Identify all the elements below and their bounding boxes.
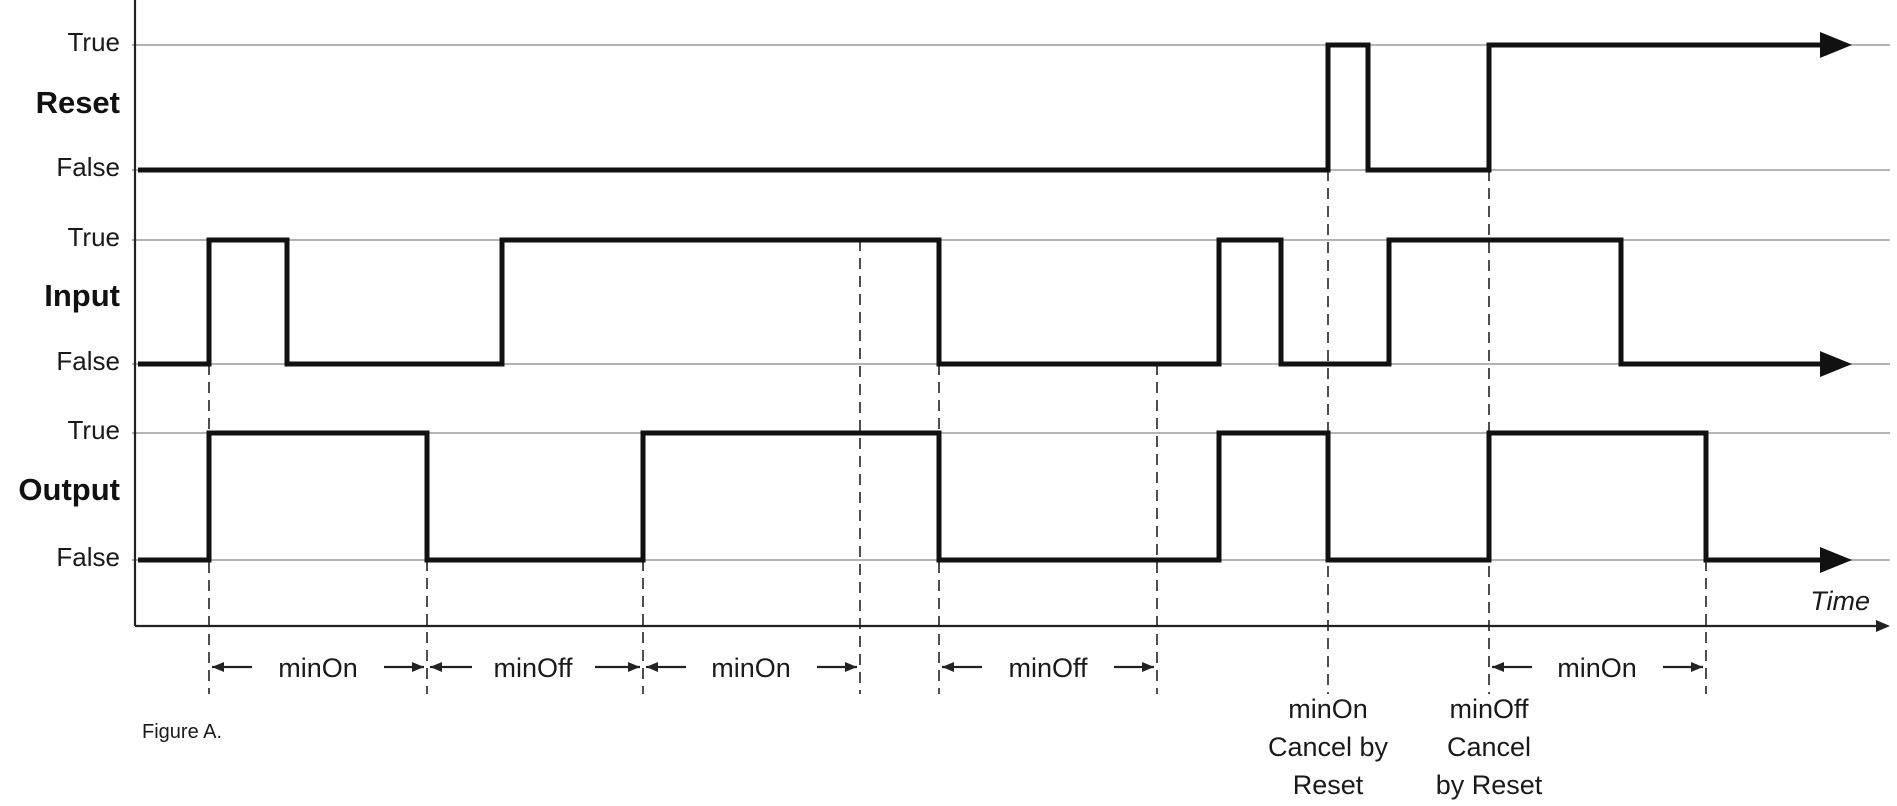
interval-label-minon-3: minOn <box>1557 653 1637 683</box>
cancel-note-line: by Reset <box>1436 770 1543 800</box>
figure-caption: Figure A. <box>142 721 222 743</box>
interval-label-minoff-1: minOff <box>493 653 573 683</box>
cancel-note-line: Reset <box>1293 770 1364 800</box>
interval-label-minon-1: minOn <box>278 653 358 683</box>
input-true-label: True <box>68 222 121 252</box>
interval-labels: minOn minOff minOn minOff minOn <box>278 653 1637 683</box>
cancel-note-line: minOff <box>1449 694 1529 724</box>
input-waveform-arrowhead <box>1820 351 1852 377</box>
interval-arrows <box>212 662 1703 672</box>
event-markers <box>208 170 1707 694</box>
cancel-note-minoff: minOff Cancel by Reset <box>1436 694 1543 800</box>
time-axis-arrowhead <box>1876 620 1890 632</box>
input-waveform <box>138 237 1822 367</box>
cancel-note-minon: minOn Cancel by Reset <box>1268 694 1389 800</box>
interval-label-minoff-2: minOff <box>1008 653 1088 683</box>
reset-true-label: True <box>68 27 121 57</box>
level-gridlines <box>132 44 1890 561</box>
output-waveform-arrowhead <box>1820 547 1852 573</box>
cancel-note-line: Cancel <box>1447 732 1531 762</box>
reset-waveform <box>138 42 1822 173</box>
output-true-label: True <box>68 415 121 445</box>
reset-waveform-arrowhead <box>1820 32 1852 58</box>
waveforms <box>138 32 1852 573</box>
time-axis-label: Time <box>1810 586 1870 616</box>
output-waveform <box>138 430 1822 563</box>
time-axis: Time <box>133 0 1890 632</box>
level-labels: True False True False True False <box>56 27 120 572</box>
cancel-note-line: Cancel by <box>1268 732 1389 762</box>
output-false-label: False <box>56 542 120 572</box>
signal-names: Reset Input Output <box>18 85 120 507</box>
output-signal-name: Output <box>18 472 120 507</box>
input-signal-name: Input <box>44 278 120 313</box>
cancel-note-line: minOn <box>1288 694 1368 724</box>
reset-false-label: False <box>56 152 120 182</box>
reset-signal-name: Reset <box>36 85 120 120</box>
input-false-label: False <box>56 346 120 376</box>
interval-label-minon-2: minOn <box>711 653 791 683</box>
